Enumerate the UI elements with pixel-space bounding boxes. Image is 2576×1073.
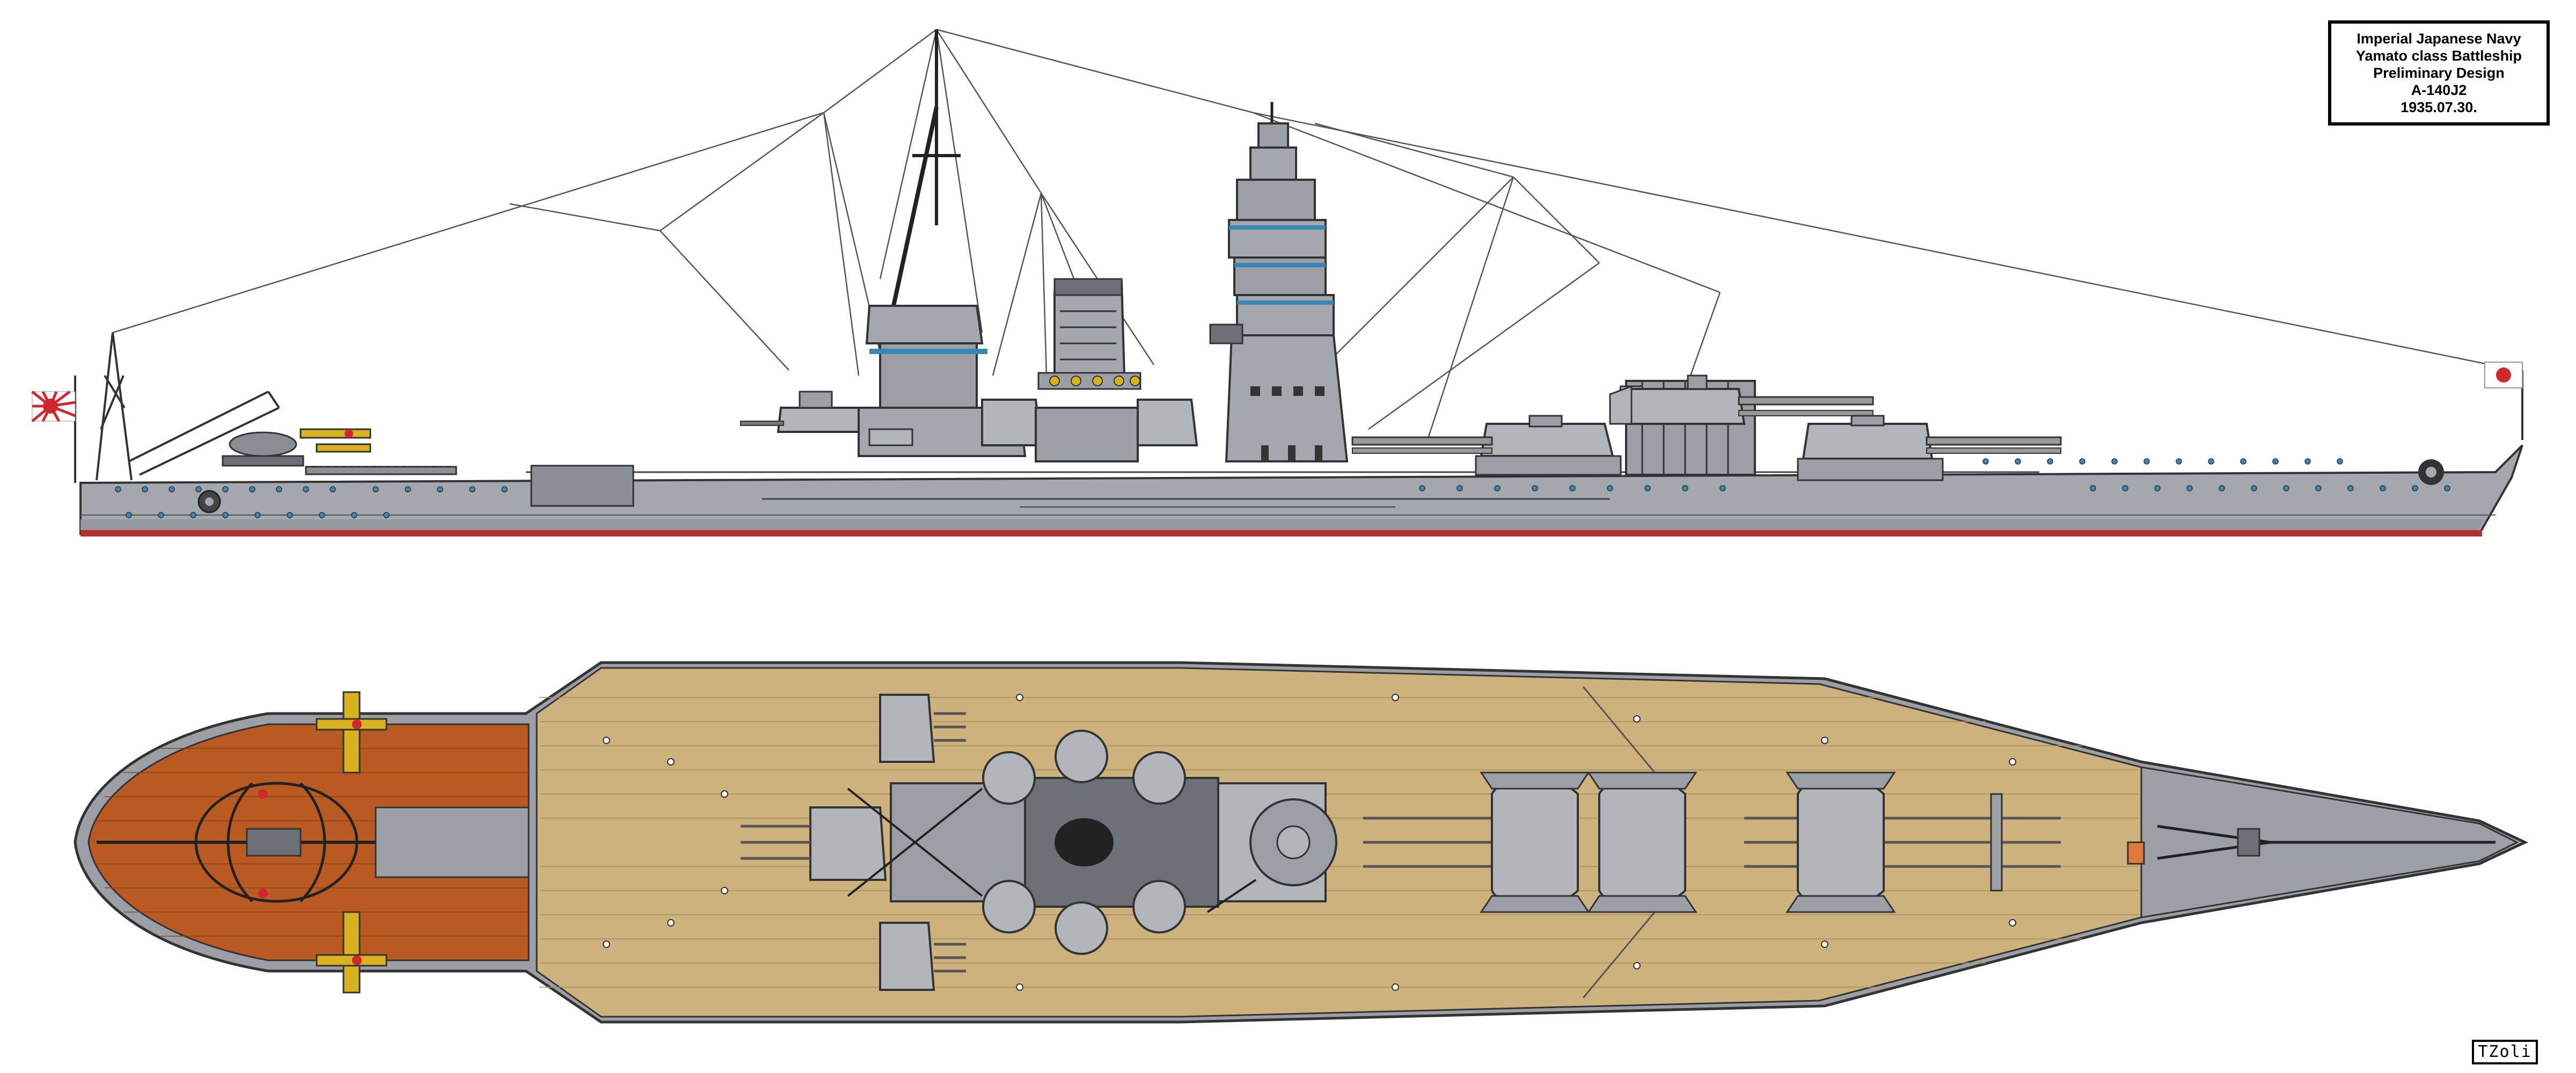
porthole-row	[115, 458, 2450, 518]
forward-turret-b-side	[1609, 374, 1874, 476]
profile-view	[31, 28, 2523, 536]
hinomaru-jack-icon	[2484, 362, 2523, 440]
rising-sun-ensign-icon	[31, 376, 76, 483]
aircraft-crane	[96, 332, 280, 481]
secondary-guns-side	[981, 399, 1198, 462]
title-line-class: Yamato class Battleship	[2355, 48, 2522, 64]
title-block: Imperial Japanese Navy Yamato class Batt…	[2328, 20, 2550, 126]
title-line-designation: A-140J2	[2411, 82, 2467, 98]
floatplane-side	[222, 428, 371, 467]
artist-signature: TZoli	[2472, 1040, 2538, 1064]
title-line-date: 1935.07.30.	[2401, 99, 2477, 115]
title-line-navy: Imperial Japanese Navy	[2357, 31, 2521, 47]
bow-crest-icon	[2418, 459, 2444, 485]
superstructure-plan	[847, 730, 1337, 955]
floatplane-plan	[246, 691, 387, 994]
rear-turret-side	[740, 391, 866, 433]
pagoda-foremast	[1209, 102, 1349, 462]
plan-view	[74, 661, 2528, 1024]
rigging-wires	[112, 28, 2518, 440]
catapult-side	[305, 466, 457, 475]
forward-turret-a-side	[1351, 415, 1622, 476]
forward-turret-c-side	[1797, 415, 2062, 481]
chrysanthemum-crest-icon	[197, 490, 221, 513]
forward-turrets-plan	[1363, 771, 2061, 913]
funnel	[1037, 278, 1141, 390]
title-line-design: Preliminary Design	[2373, 65, 2505, 81]
deck-fittings	[603, 694, 2016, 991]
rear-turrets-plan	[741, 694, 966, 991]
main-mast	[858, 30, 1027, 457]
hull-profile	[79, 444, 2523, 536]
